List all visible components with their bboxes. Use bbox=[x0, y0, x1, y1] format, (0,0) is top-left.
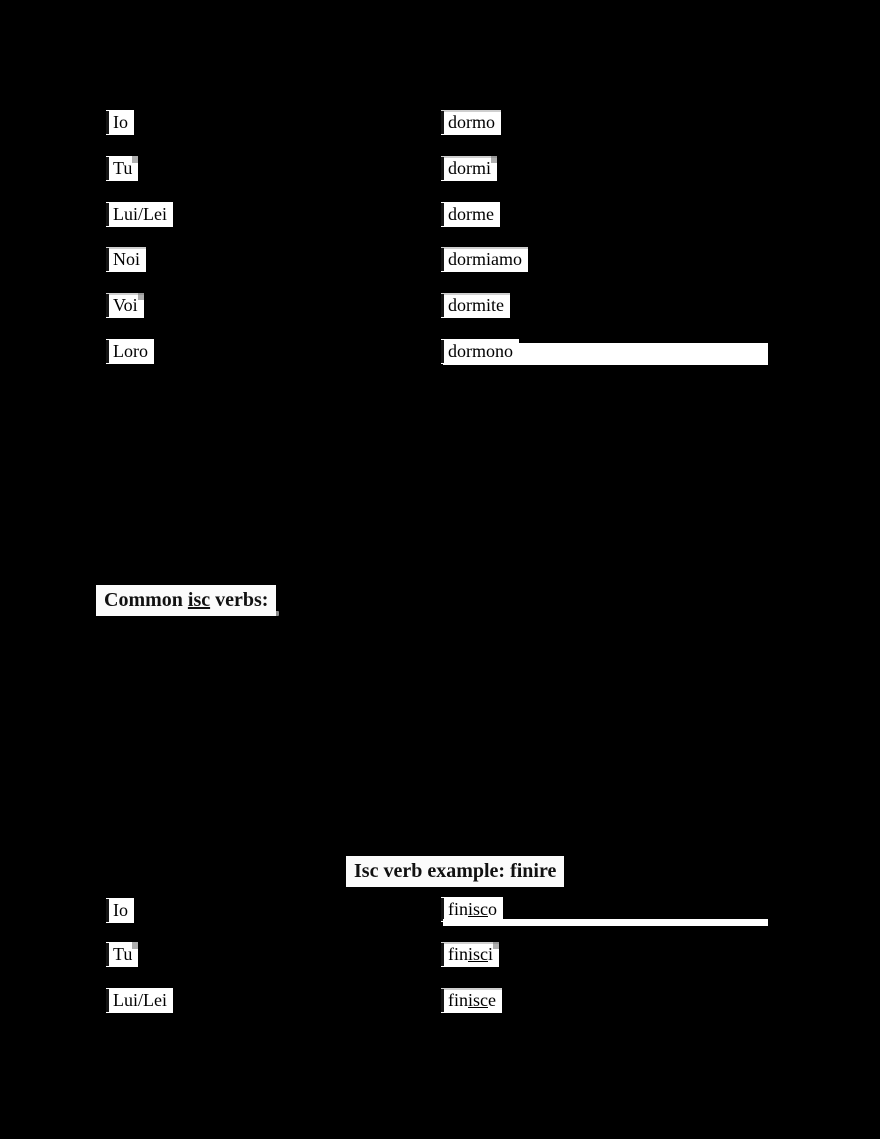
verb-label: dorme bbox=[448, 204, 494, 224]
verb-ending: o bbox=[488, 899, 497, 919]
finisco-trailing-rule bbox=[443, 919, 768, 926]
pronoun-label: Lui/Lei bbox=[113, 990, 167, 1010]
pronoun-label: Tu bbox=[113, 944, 133, 964]
pronoun-chip-noi-dormire: Noi bbox=[106, 247, 146, 272]
heading-prefix: Common bbox=[104, 589, 188, 611]
verb-infix-isc: isc bbox=[468, 899, 488, 919]
pronoun-chip-io-finire: Io bbox=[106, 898, 134, 923]
verb-label: dormi bbox=[448, 158, 491, 178]
pronoun-chip-tu-dormire: Tu bbox=[106, 156, 139, 181]
verb-chip-dormite: dormite bbox=[441, 293, 510, 318]
verb-label: dormite bbox=[448, 295, 504, 315]
pronoun-chip-tu-finire: Tu bbox=[106, 942, 139, 967]
verb-stem: fin bbox=[448, 944, 468, 964]
verb-chip-dormo: dormo bbox=[441, 110, 501, 135]
verb-label: dormo bbox=[448, 112, 495, 132]
verb-ending: i bbox=[488, 944, 494, 964]
verb-chip-dormiamo: dormiamo bbox=[441, 247, 528, 272]
verb-ending: e bbox=[488, 990, 496, 1010]
common-isc-verbs-heading: Common isc verbs: bbox=[96, 585, 277, 616]
pronoun-label: Tu bbox=[113, 158, 133, 178]
verb-stem: fin bbox=[448, 990, 468, 1010]
verb-chip-finisce: finisce bbox=[441, 988, 502, 1013]
heading-suffix: verbs: bbox=[210, 589, 269, 611]
verb-chip-dormi: dormi bbox=[441, 156, 497, 181]
pronoun-label: Loro bbox=[113, 341, 148, 361]
pronoun-label: Lui/Lei bbox=[113, 204, 167, 224]
verb-stem: fin bbox=[448, 899, 468, 919]
pronoun-label: Noi bbox=[113, 249, 140, 269]
verb-chip-finisci: finisci bbox=[441, 942, 500, 967]
pronoun-label: Io bbox=[113, 112, 128, 132]
verb-chip-dormono: dormono bbox=[441, 339, 519, 364]
verb-label: dormiamo bbox=[448, 249, 522, 269]
isc-verb-example-heading: Isc verb example: finire bbox=[346, 856, 565, 887]
pronoun-chip-voi-dormire: Voi bbox=[106, 293, 144, 318]
verb-label: dormono bbox=[448, 341, 513, 361]
verb-chip-dorme: dorme bbox=[441, 202, 500, 227]
pronoun-label: Io bbox=[113, 900, 128, 920]
heading-underlined-isc: isc bbox=[187, 589, 211, 611]
pronoun-chip-luilei-finire: Lui/Lei bbox=[106, 988, 173, 1013]
pronoun-label: Voi bbox=[113, 295, 138, 315]
dormono-trailing-rule bbox=[443, 343, 768, 365]
verb-infix-isc: isc bbox=[468, 990, 488, 1010]
pronoun-chip-luilei-dormire: Lui/Lei bbox=[106, 202, 173, 227]
verb-chip-finisco: finisco bbox=[441, 897, 503, 922]
heading-label: Isc verb example: finire bbox=[354, 860, 557, 882]
verb-infix-isc: isc bbox=[468, 944, 488, 964]
pronoun-chip-loro-dormire: Loro bbox=[106, 339, 154, 364]
pronoun-chip-io-dormire: Io bbox=[106, 110, 134, 135]
